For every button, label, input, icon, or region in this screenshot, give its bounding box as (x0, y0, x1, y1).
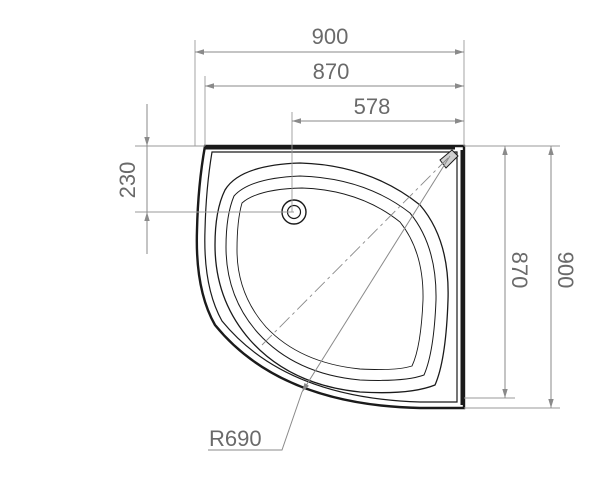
dim-drain-offset-label: 578 (354, 94, 391, 119)
dim-inner-width-label: 870 (313, 59, 350, 84)
basin-outline-inner (225, 175, 437, 381)
dim-overall-height: 900 (464, 145, 578, 409)
dim-radius-label: R690 (209, 426, 262, 451)
dim-inner-width: 870 (204, 59, 464, 146)
tray-outer-rim (195, 144, 466, 410)
dim-drain-depth-label: 230 (115, 162, 140, 199)
shower-tray (195, 144, 466, 410)
basin-floor (236, 187, 424, 371)
dim-radius: R690 (208, 155, 451, 451)
dim-overall-width-label: 900 (312, 24, 349, 49)
dim-inner-height-label: 870 (507, 252, 532, 289)
diagonal-centerline (261, 157, 449, 346)
dim-overall-height-label: 900 (553, 252, 578, 289)
dim-drain-offset: 578 (291, 94, 464, 212)
dim-drain-depth: 230 (115, 104, 294, 254)
dim-overall-width: 900 (194, 24, 465, 146)
dim-inner-height: 870 (464, 145, 532, 399)
basin-outline-outer (214, 162, 449, 394)
corner-siphon (439, 149, 459, 169)
tray-rim-inner-edge (204, 151, 458, 403)
